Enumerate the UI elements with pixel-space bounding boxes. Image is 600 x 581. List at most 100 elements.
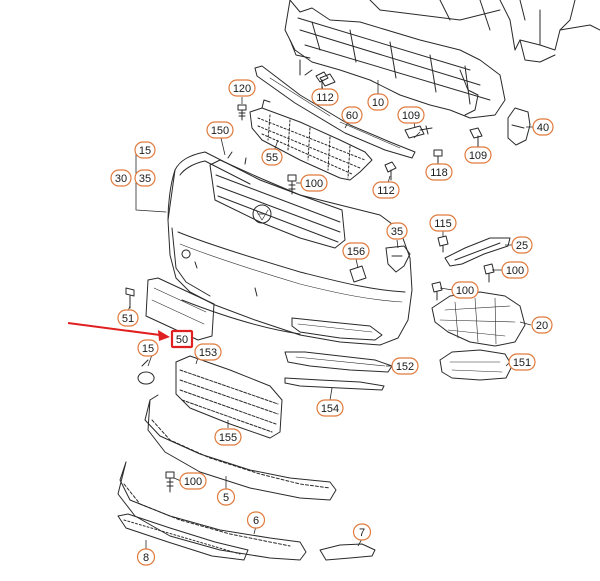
callout-part-109b: 109 xyxy=(464,146,492,164)
callout-label: 55 xyxy=(266,152,278,164)
callout-badge xyxy=(170,329,194,349)
callout-label: 118 xyxy=(430,167,448,179)
lower-grille-drawing xyxy=(175,355,283,439)
callout-label: 150 xyxy=(211,125,229,137)
callout-badge xyxy=(532,118,554,136)
grille-insert-drawing xyxy=(249,99,373,181)
undertray-5-drawing xyxy=(144,394,337,501)
callout-part-156: 156 xyxy=(342,242,370,260)
callout-label: 35 xyxy=(391,226,403,238)
callout-part-8: 8 xyxy=(136,548,156,566)
trim-strip-154-drawing xyxy=(284,377,385,391)
callout-part-7: 7 xyxy=(352,523,372,541)
line-art xyxy=(117,0,600,561)
callout-label: 154 xyxy=(321,403,339,415)
strip-8-drawing xyxy=(117,513,249,561)
callout-label: 109 xyxy=(469,150,487,162)
callout-badge xyxy=(300,174,328,192)
bracket-7-drawing xyxy=(319,543,376,561)
callout-badge xyxy=(179,472,207,490)
callout-badge xyxy=(206,121,234,139)
callout-part-115: 115 xyxy=(429,214,457,232)
callout-badge xyxy=(531,316,553,334)
callout-label: 109 xyxy=(402,110,420,122)
callout-label: 100 xyxy=(456,285,474,297)
callout-badge xyxy=(464,146,492,164)
callout-badge xyxy=(136,548,156,566)
callout-part-35b: 35 xyxy=(386,222,408,240)
callout-label: 112 xyxy=(377,185,395,197)
callout-part-51: 51 xyxy=(117,309,139,327)
callout-label: 120 xyxy=(233,83,251,95)
callout-label: 100 xyxy=(184,476,202,488)
callout-label: 35 xyxy=(139,173,151,185)
callout-label: 6 xyxy=(253,515,259,527)
callout-badge xyxy=(261,148,283,166)
callout-label: 25 xyxy=(516,240,528,252)
callout-label: 60 xyxy=(346,110,358,122)
callout-badge xyxy=(508,353,536,371)
callout-label: 50 xyxy=(176,334,188,346)
upper-trim-strip-drawing xyxy=(254,65,416,159)
callout-label: 40 xyxy=(537,122,549,134)
callout-part-150: 150 xyxy=(206,121,234,139)
callout-part-6: 6 xyxy=(246,511,266,529)
callout-badge xyxy=(397,106,425,124)
callout-badge xyxy=(372,181,400,199)
callout-part-5: 5 xyxy=(216,488,236,506)
callout-label: 15 xyxy=(139,145,151,157)
callout-badge xyxy=(429,214,457,232)
callout-part-154: 154 xyxy=(316,399,344,417)
callout-label: 156 xyxy=(347,246,365,258)
callout-label: 10 xyxy=(372,97,384,109)
callout-label: 100 xyxy=(305,178,323,190)
callout-badge xyxy=(134,141,156,159)
highlight-arrow xyxy=(67,322,170,341)
callout-badge xyxy=(246,511,266,529)
callout-badge xyxy=(352,523,372,541)
callout-part-118: 118 xyxy=(425,163,453,181)
callout-label: 115 xyxy=(434,218,452,230)
callout-part-35a: 35 xyxy=(134,169,156,187)
callout-label: 151 xyxy=(513,357,531,369)
callout-part-40: 40 xyxy=(532,118,554,136)
callout-label: 8 xyxy=(143,552,149,564)
bracket-40-drawing xyxy=(507,107,531,146)
callout-part-15a: 15 xyxy=(134,141,156,159)
callout-part-10: 10 xyxy=(367,93,389,111)
callout-part-60: 60 xyxy=(341,106,363,124)
callout-part-112a: 112 xyxy=(311,88,339,106)
callout-part-15b: 15 xyxy=(137,339,159,357)
callout-badge xyxy=(228,79,256,97)
callout-badge xyxy=(341,106,363,124)
bracket-25-drawing xyxy=(444,237,511,267)
license-plate-bracket-drawing xyxy=(145,277,215,341)
callout-badge xyxy=(134,169,156,187)
bolt-120-drawing xyxy=(237,104,247,121)
callout-badge xyxy=(451,281,479,299)
radiator-support-drawing xyxy=(284,0,600,119)
callout-badge xyxy=(501,261,529,279)
side-guide-bracket-drawing xyxy=(431,291,526,347)
callout-part-50: 50 xyxy=(170,329,194,349)
callout-label: 152 xyxy=(396,361,414,373)
fog-cover-left-drawing xyxy=(284,351,393,373)
callout-part-100c: 100 xyxy=(451,281,479,299)
callout-part-20: 20 xyxy=(531,316,553,334)
callout-badge xyxy=(214,428,242,446)
fog-cover-right-drawing xyxy=(439,349,513,381)
callout-badge xyxy=(311,88,339,106)
callout-badge xyxy=(342,242,370,260)
callout-label: 5 xyxy=(223,492,229,504)
callout-badge xyxy=(391,357,419,375)
callout-part-109a: 109 xyxy=(397,106,425,124)
callout-label: 15 xyxy=(142,343,154,355)
callout-part-152: 152 xyxy=(391,357,419,375)
callout-badge xyxy=(425,163,453,181)
callout-badge xyxy=(137,339,159,357)
callout-badge xyxy=(110,169,132,187)
callout-label: 7 xyxy=(359,527,365,539)
callout-badge xyxy=(367,93,389,111)
callout-part-55: 55 xyxy=(261,148,283,166)
